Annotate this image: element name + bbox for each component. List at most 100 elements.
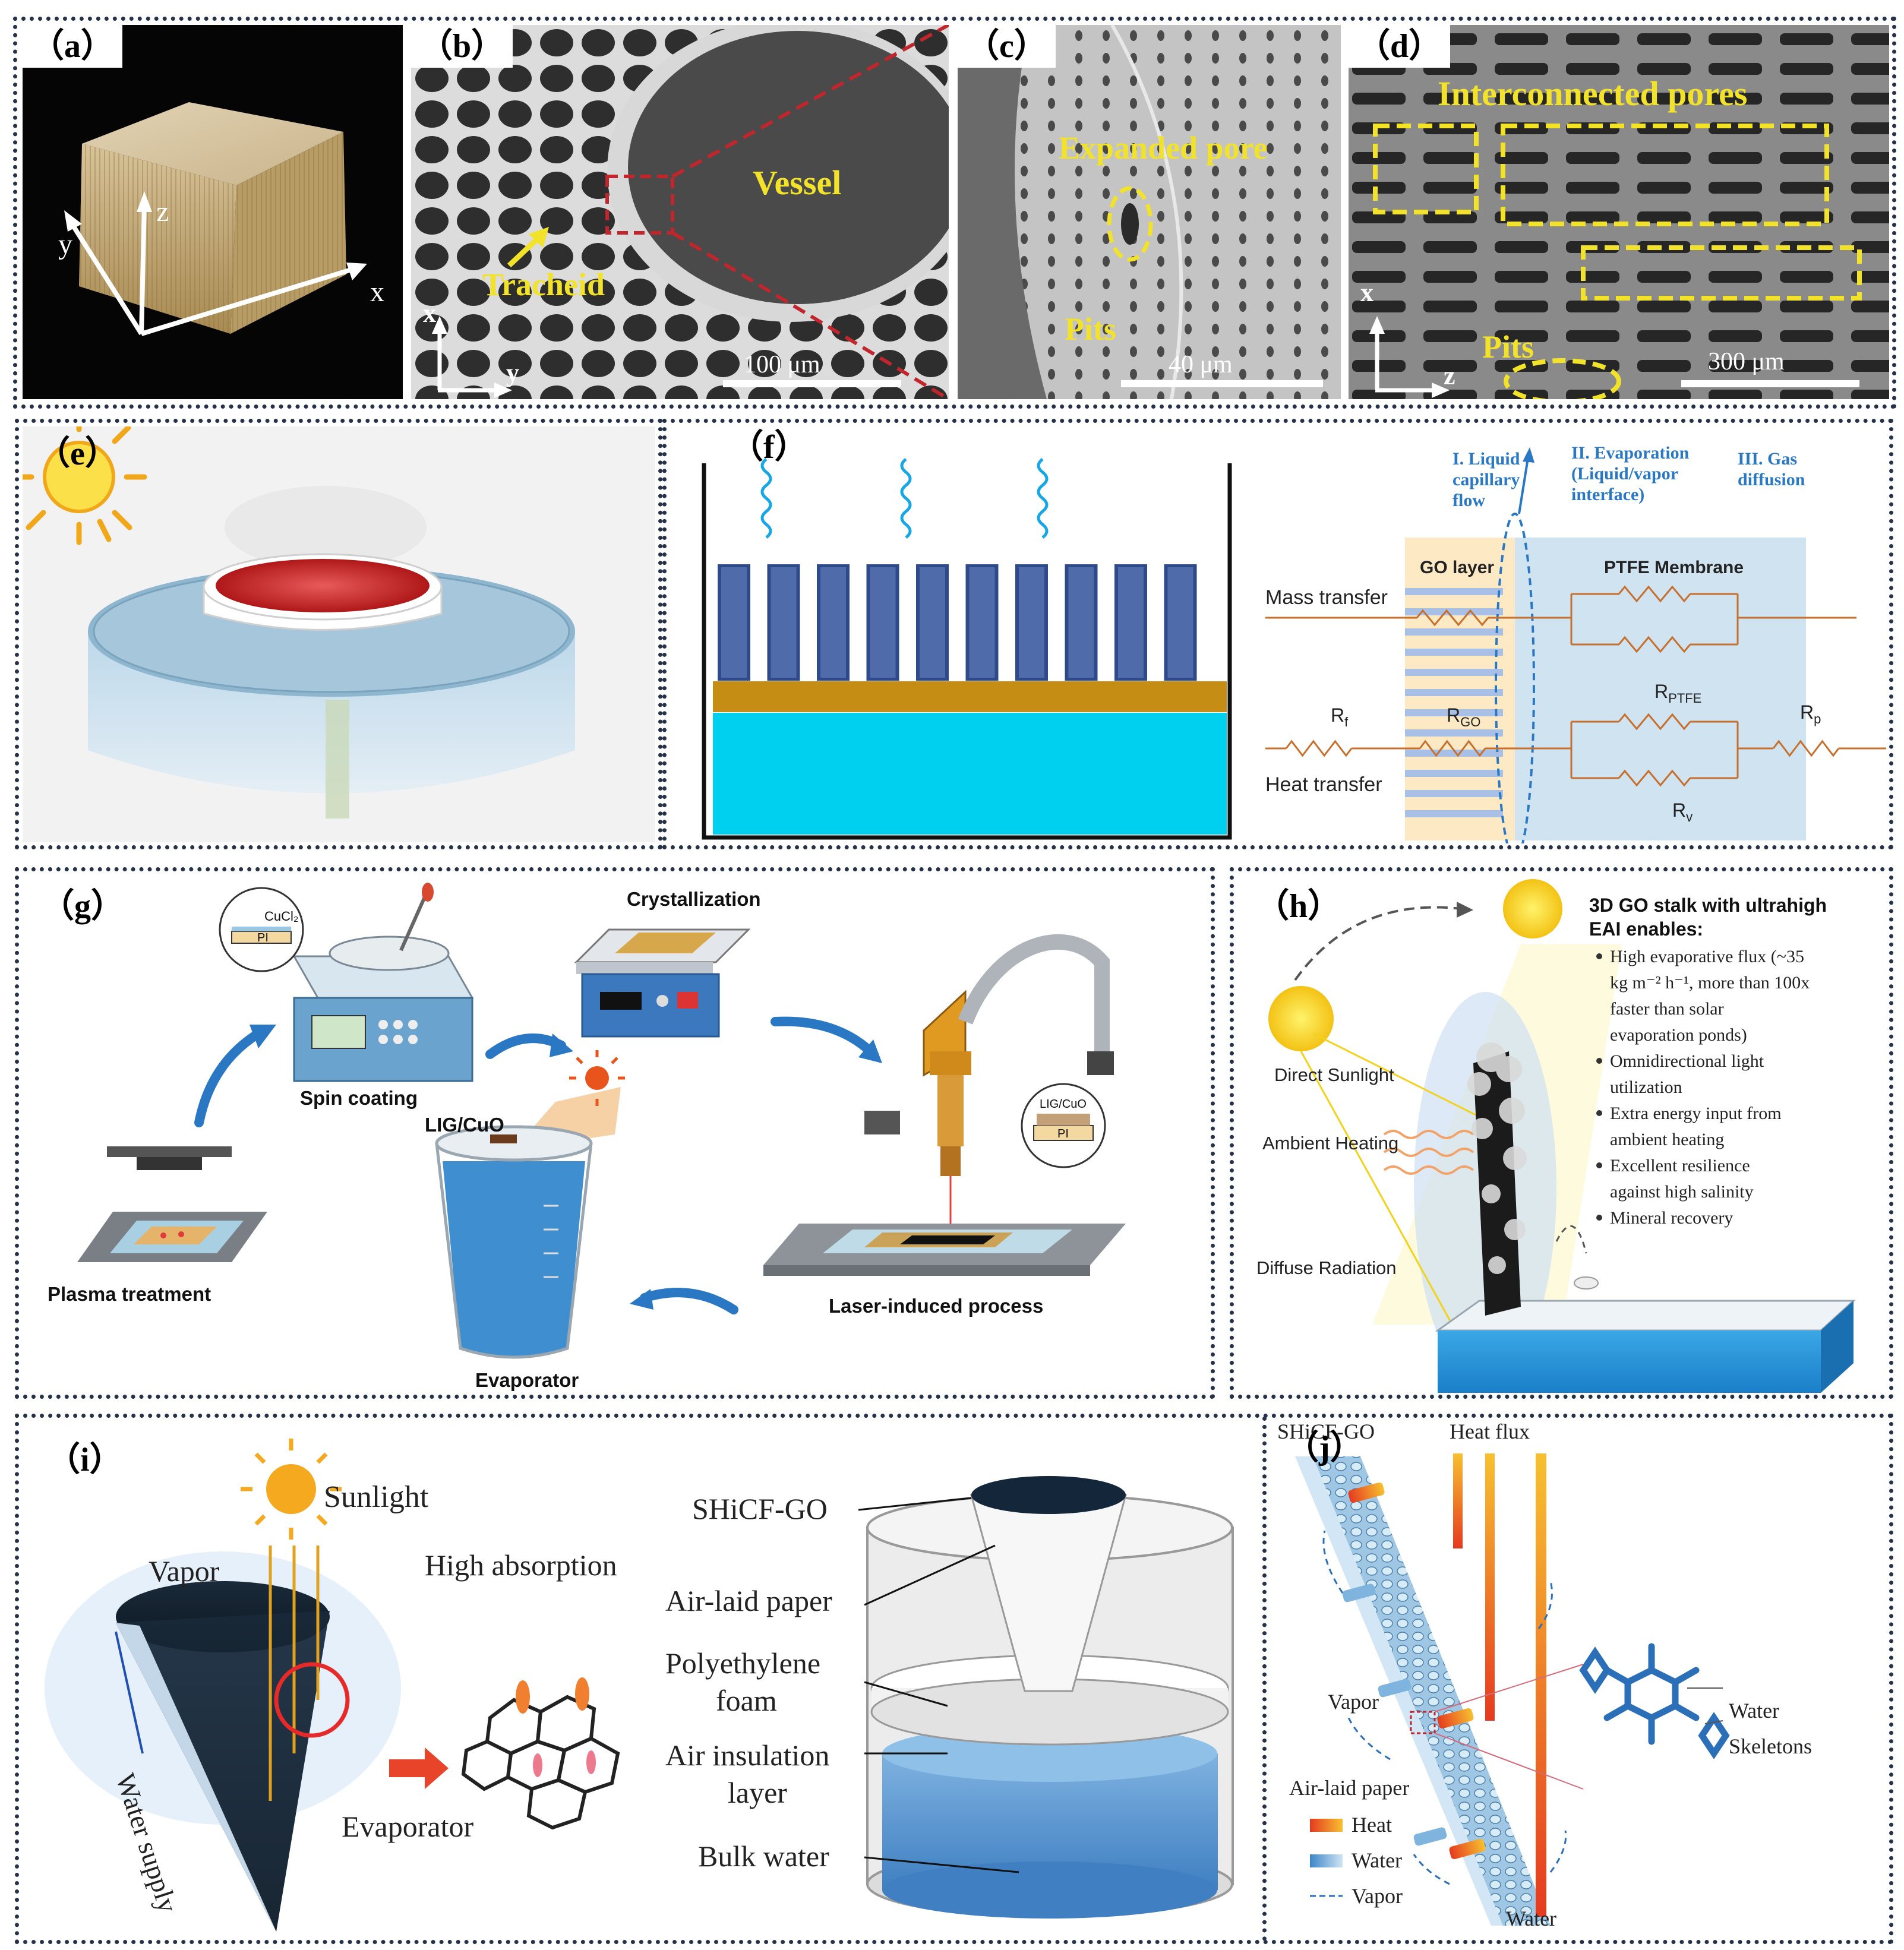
panel-i: Sunlight Vapor High absorption Evaporato… [21, 1421, 1256, 1938]
panel-e: （e） [23, 426, 655, 842]
legend-heat-swatch [1310, 1819, 1343, 1832]
bullet-dot [1596, 953, 1602, 959]
diffuse-radiation-label: Diffuse Radiation [1256, 1257, 1397, 1278]
cucl2-pi-inset: CuCl₂ PI [219, 887, 304, 972]
panel-b: Vessel Tracheid x y 100 μm （b） [411, 25, 949, 399]
lig-cuo-fabrication-flow: Plasma treatment CuCl₂ PI Spin coating C… [48, 883, 1126, 1391]
vessel-label: Vessel [753, 163, 841, 202]
go-stalk [1467, 1042, 1527, 1316]
vapor-label: Vapor [1328, 1690, 1379, 1714]
scale-bar [1121, 380, 1323, 387]
water-label: Water [1729, 1699, 1779, 1723]
vapor-wave-icon [900, 458, 912, 539]
sun-icon [241, 1439, 342, 1540]
panel-h-frame [1230, 867, 1893, 1399]
panel-g-tag: （g） [41, 888, 124, 925]
substrate-layer [713, 681, 1227, 712]
spin-coater [292, 883, 474, 1082]
wood-block-image: x y z [58, 102, 384, 336]
h-title-line1: 3D GO stalk with ultrahigh [1589, 895, 1827, 916]
crystallization-label: Crystallization [627, 888, 761, 910]
heat-mass-transfer-diagram: I. Liquid capillary flow II. Evaporation… [702, 443, 1886, 859]
legend-water-swatch [1310, 1854, 1343, 1867]
sun-top-icon [1503, 879, 1562, 938]
go-layer-label: GO layer [1420, 558, 1494, 577]
container-wall [702, 463, 1232, 840]
bullet-line: ambient heating [1610, 1130, 1724, 1149]
legend-heat-label: Heat [1352, 1813, 1392, 1837]
bulk-water-label: Bulk water [698, 1840, 829, 1873]
bullet-dot [1596, 1110, 1602, 1116]
interconnected-pores-label: Interconnected pores [1438, 74, 1747, 113]
scale-bar-label: 300 μm [1708, 348, 1785, 375]
zoom-circle [274, 1662, 350, 1738]
lig-cuo-label: LIG/CuO [425, 1114, 504, 1136]
sun-side-icon [1268, 986, 1334, 1051]
bullet-dot [1596, 1162, 1602, 1168]
axis-x-label: x [370, 276, 384, 308]
pits-label: Pits [1482, 329, 1534, 365]
bullet-line: Excellent resilience [1610, 1156, 1750, 1175]
shicf-go-label: SHiCF-GO [1277, 1421, 1375, 1443]
axis-y-label: y [58, 229, 72, 260]
evaporator-beaker [435, 1050, 625, 1359]
r-ptfe-label: RPTFE [1654, 681, 1701, 706]
resistor-network [1265, 585, 1886, 787]
spin-coating-label: Spin coating [300, 1087, 418, 1109]
r-p-label: Rp [1800, 701, 1821, 726]
panel-c: Expanded pore Pits 40 μm （c） [958, 25, 1341, 399]
vapor-wave-icon [760, 458, 772, 539]
panel-g: Plasma treatment CuCl₂ PI Spin coating C… [21, 873, 1209, 1393]
panel-a: x y z （a） [23, 25, 403, 399]
y-axis-line [68, 219, 144, 336]
expanded-pore-label: Expanded pore [1059, 130, 1268, 166]
panel-f-frame [662, 419, 1893, 849]
evaporator-device [866, 1476, 1234, 1919]
ptfe-membrane-label: PTFE Membrane [1604, 558, 1744, 577]
heat-flux-label: Heat flux [1450, 1421, 1530, 1443]
device-leader-lines [858, 1497, 1019, 1873]
stage2-line3: interface) [1571, 485, 1644, 504]
stage2-line2: (Liquid/vapor [1571, 464, 1678, 483]
heat-flux-bars [1453, 1453, 1546, 1917]
solar-evaporator-illustration [23, 426, 575, 818]
bullet-line: against high salinity [1610, 1182, 1754, 1202]
sunlight-label: Sunlight [324, 1480, 429, 1514]
panel-i-tag: （i） [47, 1442, 123, 1478]
polyethylene-line2: foam [716, 1684, 777, 1717]
absorption-network [461, 1695, 620, 1830]
axis-z-label: z [156, 196, 169, 227]
r-f-label: Rf [1331, 704, 1349, 729]
light-rays [269, 1546, 320, 1801]
direct-sunlight-label: Direct Sunlight [1274, 1064, 1394, 1085]
axis-x-label: x [423, 299, 436, 328]
sem-interconnected-image: Interconnected pores Pits x z 300 μm [1349, 25, 1889, 399]
scale-bar-label: 100 μm [744, 351, 820, 378]
hot-plate [574, 928, 751, 1038]
shicf-go-label: SHiCF-GO [692, 1492, 828, 1525]
panel-c-tag: （c） [958, 25, 1056, 68]
vapor-label: Vapor [149, 1554, 220, 1588]
bullet-line: Mineral recovery [1610, 1208, 1733, 1228]
ambient-heating-label: Ambient Heating [1262, 1133, 1398, 1153]
sem-vessel-image: Vessel Tracheid x y 100 μm [411, 25, 949, 399]
sun-icon [23, 426, 147, 545]
stage1-line3: flow [1453, 491, 1485, 510]
panel-h: Direct Sunlight Ambient Heating Diffuse … [1236, 873, 1887, 1393]
water-markers [1342, 1584, 1447, 1846]
panel-j-tag: （j） [1286, 1430, 1363, 1467]
zoom-arrow [389, 1747, 449, 1789]
panel-d: Interconnected pores Pits x z 300 μm （d） [1349, 25, 1889, 399]
tracheid-arrow [507, 233, 543, 268]
row4-frame [15, 1414, 1893, 1944]
r-go-label: RGO [1447, 704, 1480, 729]
bullet-line: Extra energy input from [1610, 1104, 1782, 1123]
air-laid-paper-label: Air-laid paper [665, 1584, 832, 1617]
skeletons-label: Skeletons [1729, 1734, 1812, 1758]
stage2-line1: II. Evaporation [1571, 443, 1690, 463]
panel-h-tag: （h） [1256, 888, 1341, 925]
expanded-pore-circle [1107, 186, 1153, 262]
sem-pits-image: Expanded pore Pits 40 μm [958, 25, 1341, 399]
go-stalk-illustration: Direct Sunlight Ambient Heating Diffuse … [1256, 879, 1856, 1393]
